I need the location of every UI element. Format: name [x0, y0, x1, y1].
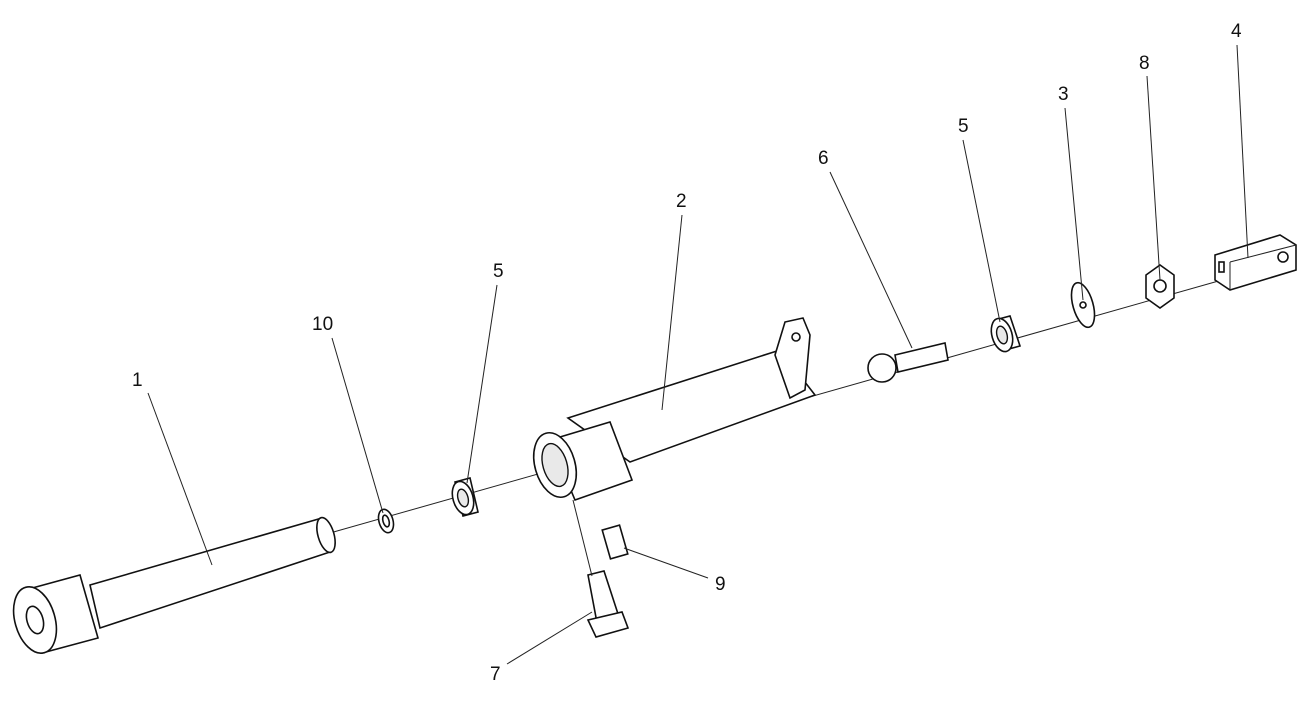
callout-2: 2 — [676, 191, 687, 212]
callout-7: 7 — [490, 664, 501, 685]
callout-10: 10 — [312, 314, 333, 335]
part-5-bushing-right — [990, 315, 1022, 353]
callout-9: 9 — [715, 574, 726, 595]
callout-5-right: 5 — [958, 116, 969, 137]
part-8-nut — [1145, 264, 1175, 309]
callout-4: 4 — [1231, 21, 1242, 42]
callout-5-left: 5 — [493, 261, 504, 282]
part-6-ball-stud — [867, 342, 949, 383]
part-1-tube — [12, 516, 336, 654]
part-2-body — [532, 317, 817, 502]
part-7-fitting — [586, 570, 630, 638]
leader-lines — [147, 44, 1249, 665]
part-4-clevis — [1214, 234, 1297, 291]
part-5-bushing-left — [451, 477, 479, 517]
callout-6: 6 — [818, 148, 829, 169]
callout-3: 3 — [1058, 84, 1069, 105]
callout-8: 8 — [1139, 53, 1150, 74]
part-10-washer — [377, 508, 395, 534]
part-9-grease-nipple — [601, 524, 629, 560]
callout-1: 1 — [132, 370, 143, 391]
part-3-washer — [1070, 281, 1096, 329]
